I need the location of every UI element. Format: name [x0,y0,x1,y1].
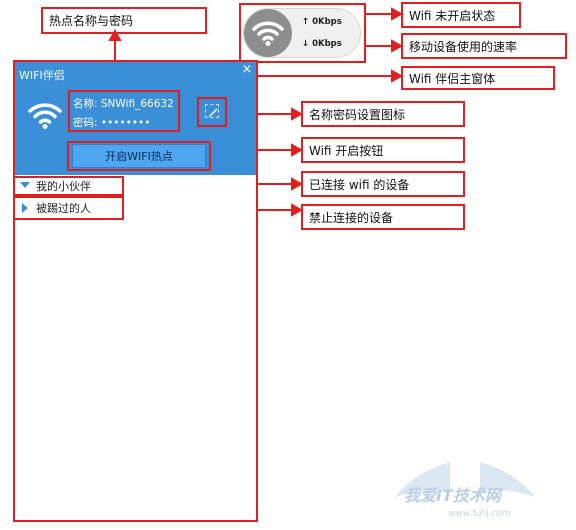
callout-settings-icon: 名称密码设置图标 [301,101,465,127]
callout-text: 禁止连接的设备 [309,210,394,225]
callout-hotspot-name-password: 热点名称与密码 [41,7,207,34]
friends-group-highlight [13,176,124,196]
kicked-group-highlight [13,196,124,220]
arrow-down-icon: ↓ [302,39,310,49]
hotspot-name: 名称: SNWifi_66632 [73,98,174,110]
wifi-icon [28,103,62,129]
download-speed: 0Kbps [312,39,342,49]
settings-icon-highlight [197,97,227,127]
callout-text: Wifi 未开启状态 [409,8,496,23]
window-title: WIFI伴侣 [19,69,65,82]
callout-device-speed: 移动设备使用的速率 [401,33,567,59]
watermark-text: 我爱IT技术网 [404,486,501,505]
start-button-highlight [67,141,211,171]
watermark-url: www.52ij.com [448,509,511,519]
hotspot-credentials [68,90,180,132]
arrow-up-icon: ↑ [302,17,310,27]
callout-wifi-off-state: Wifi 未开启状态 [401,2,521,28]
callout-main-window: Wifi 伴侣主窗体 [401,66,555,90]
hotspot-password: 密码: •••••••• [73,117,151,129]
callout-text: Wifi 伴侣主窗体 [409,71,496,86]
close-icon[interactable]: × [241,62,253,77]
edit-pencil-icon[interactable] [205,104,219,118]
widget-highlight [239,3,366,63]
start-hotspot-button[interactable]: 开启WIFI热点 [72,144,206,168]
group-kicked-people[interactable]: 被踢过的人 [36,202,91,215]
widget-wifi-button[interactable] [244,9,292,57]
callout-connected-devices: 已连接 wifi 的设备 [301,171,465,197]
download-speed-row: ↓ 0Kbps [302,39,342,49]
callout-text: 移动设备使用的速率 [409,39,518,54]
callout-text: 已连接 wifi 的设备 [309,177,410,192]
callout-text: 热点名称与密码 [49,14,134,28]
callout-start-button: Wifi 开启按钮 [301,137,465,163]
wifi-icon [252,21,284,46]
triangle-down-icon [20,182,30,188]
group-my-friends[interactable]: 我的小伙伴 [36,180,91,193]
callout-banned-devices: 禁止连接的设备 [301,204,465,230]
upload-speed-row: ↑ 0Kbps [302,17,342,27]
callout-text: 名称密码设置图标 [309,107,406,122]
upload-speed: 0Kbps [312,17,342,27]
triangle-right-icon [22,203,28,213]
callout-text: Wifi 开启按钮 [309,143,384,158]
watermark-wings-logo [395,462,535,497]
